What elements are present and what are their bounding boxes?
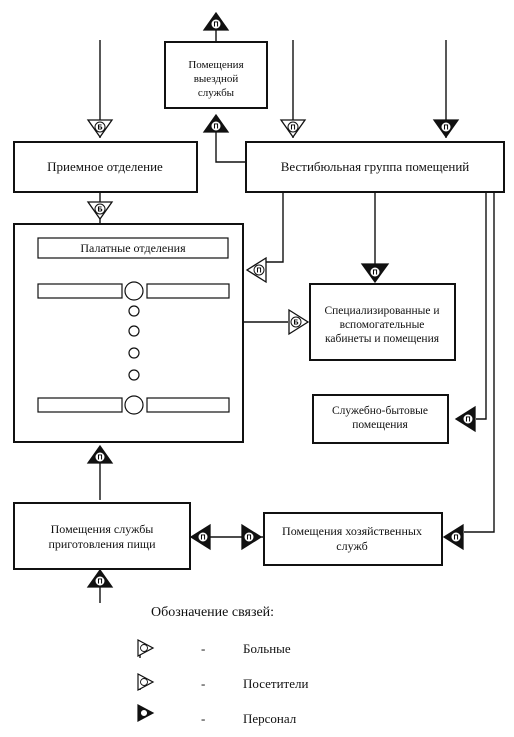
node-special-rooms: Специализированные и вспомогательные каб… xyxy=(309,283,456,361)
node-kitchen: Помещения службы приготовления пищи xyxy=(13,502,191,570)
legend-title: Обозначение связей: xyxy=(151,605,274,620)
staff-link-marker: П xyxy=(86,444,114,464)
node-staff-rooms: Служебно-бытовые помещения xyxy=(312,394,449,444)
svg-text:П: П xyxy=(453,535,458,542)
patient-link-marker: Б xyxy=(86,119,114,139)
legend-label-visitors: Посетители xyxy=(243,676,308,691)
legend-row-staff: - Персонал xyxy=(137,704,297,726)
staff-link-marker: П xyxy=(189,523,211,551)
patient-link-marker: Б xyxy=(86,201,114,221)
field-service-line-2: выездной xyxy=(194,73,239,85)
svg-text:П: П xyxy=(200,535,205,542)
legend-row-visitors: - Посетители xyxy=(137,673,308,691)
field-service-line-3: службы xyxy=(198,87,235,99)
svg-text:П: П xyxy=(97,455,102,462)
staff-link-marker: П xyxy=(202,11,230,31)
special-line-3: кабинеты и помещения xyxy=(325,333,440,345)
legend-dash: - xyxy=(201,711,205,726)
legend-dash: - xyxy=(201,676,205,691)
staff-link-marker: П xyxy=(202,113,230,133)
node-field-service: Помещения выездной службы xyxy=(164,41,268,109)
special-line-2: вспомогательные xyxy=(340,319,425,331)
svg-text:П: П xyxy=(246,535,251,542)
legend-row-patients: - Больные xyxy=(137,639,291,658)
svg-text:П: П xyxy=(213,22,218,29)
svg-text:Б: Б xyxy=(97,125,102,132)
staff-link-marker: П xyxy=(360,263,390,284)
svg-text:Б: Б xyxy=(97,207,102,214)
staff-marker-icon xyxy=(137,704,155,722)
staff-link-marker: П xyxy=(241,523,263,551)
visitor-link-marker: П xyxy=(245,256,267,284)
legend-label-staff: Персонал xyxy=(243,711,297,726)
visitor-link-marker: П xyxy=(279,119,307,139)
staff-link-marker: П xyxy=(442,523,464,551)
staff-link-marker: П xyxy=(432,119,460,139)
patient-link-marker: Б xyxy=(288,308,310,336)
staff-line-1: Служебно-бытовые xyxy=(332,405,428,417)
legend: Обозначение связей: - Больные - Посетите… xyxy=(137,605,308,726)
visitor-marker-icon xyxy=(137,673,155,691)
svg-text:Б: Б xyxy=(293,320,298,327)
node-wards: Палатные отделения xyxy=(13,223,244,443)
svg-text:П: П xyxy=(372,270,377,277)
svg-text:П: П xyxy=(256,268,261,275)
household-line-1: Помещения хозяйственных xyxy=(282,524,422,538)
svg-text:П: П xyxy=(443,125,448,132)
node-vestibule: Вестибюльная группа помещений xyxy=(245,141,505,193)
kitchen-line-2: приготовления пищи xyxy=(48,537,156,551)
svg-text:П: П xyxy=(465,417,470,424)
node-reception: Приемное отделение xyxy=(13,141,198,193)
svg-text:П: П xyxy=(97,579,102,586)
legend-dash: - xyxy=(201,641,205,656)
svg-text:П: П xyxy=(213,124,218,131)
staff-line-2: помещения xyxy=(352,419,408,431)
patient-marker-icon xyxy=(137,639,155,657)
household-line-2: служб xyxy=(336,539,367,553)
svg-text:П: П xyxy=(290,125,295,132)
special-line-1: Специализированные и xyxy=(324,305,439,317)
staff-link-marker: П xyxy=(454,405,476,433)
vestibule-label: Вестибюльная группа помещений xyxy=(281,159,470,174)
reception-label: Приемное отделение xyxy=(47,159,163,174)
legend-label-patients: Больные xyxy=(243,641,291,656)
field-service-line-1: Помещения xyxy=(188,59,243,71)
wards-label: Палатные отделения xyxy=(80,241,186,255)
staff-link-marker: П xyxy=(86,568,114,588)
node-household: Помещения хозяйственных служб xyxy=(263,512,443,566)
kitchen-line-1: Помещения службы xyxy=(51,522,154,536)
